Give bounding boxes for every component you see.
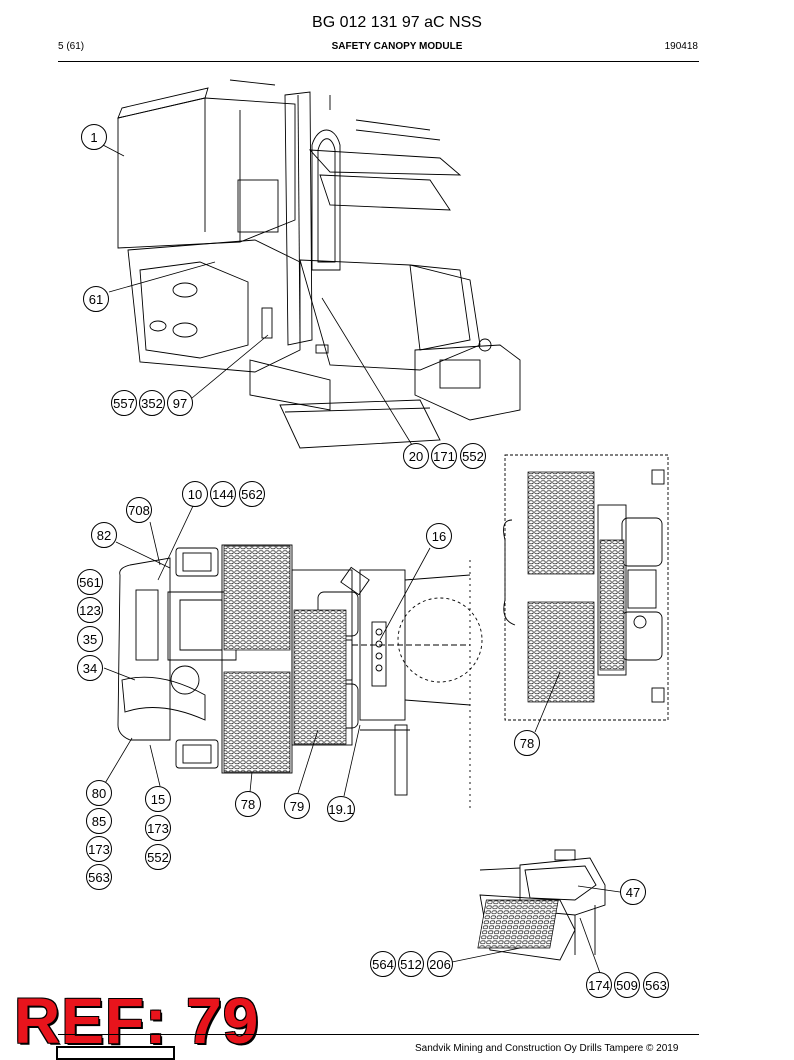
callout-34: 34 <box>77 655 103 681</box>
leader-lines-middle <box>103 505 431 797</box>
callout-512: 512 <box>398 951 424 977</box>
callout-61: 61 <box>83 286 109 312</box>
callout-144: 144 <box>210 481 236 507</box>
callout-173: 173 <box>86 836 112 862</box>
header-date: 190418 <box>664 41 698 52</box>
callout-563: 563 <box>643 972 669 998</box>
floor-grating-center <box>293 609 347 745</box>
callout-552: 552 <box>460 443 486 469</box>
leader-lines-bottom <box>451 885 621 974</box>
leader-line-78-detail <box>534 671 561 733</box>
leader-lines-top <box>102 144 413 446</box>
callout-78: 78 <box>235 791 261 817</box>
callout-79: 79 <box>284 793 310 819</box>
detail-grating-bottom <box>527 601 595 703</box>
callout-564: 564 <box>370 951 396 977</box>
bottom-grating <box>477 899 559 949</box>
callout-171: 171 <box>431 443 457 469</box>
footer-rule <box>58 1034 699 1035</box>
callout-35: 35 <box>77 626 103 652</box>
callout-708: 708 <box>126 497 152 523</box>
floor-grating-left <box>223 545 291 651</box>
callout-509: 509 <box>614 972 640 998</box>
callout-1: 1 <box>81 124 107 150</box>
callout-563: 563 <box>86 864 112 890</box>
sandvik-logo <box>56 1046 175 1060</box>
callout-80: 80 <box>86 780 112 806</box>
detail-grating-center <box>599 539 625 671</box>
header-page-number: 5 (61) <box>58 41 85 52</box>
callout-561: 561 <box>77 569 103 595</box>
callout-97: 97 <box>167 390 193 416</box>
callout-173: 173 <box>145 815 171 841</box>
top-isometric-view <box>117 79 521 449</box>
header-rule <box>58 61 699 62</box>
callout-206: 206 <box>427 951 453 977</box>
callout-123: 123 <box>77 597 103 623</box>
callout-82: 82 <box>91 522 117 548</box>
header-doc-code: BG 012 131 97 aC NSS <box>312 14 482 31</box>
footer-copyright: Sandvik Mining and Construction Oy Drill… <box>415 1043 679 1054</box>
callout-78-detail: 78 <box>514 730 540 756</box>
callout-552: 552 <box>145 844 171 870</box>
callout-47: 47 <box>620 879 646 905</box>
callout-352: 352 <box>139 390 165 416</box>
callout-85: 85 <box>86 808 112 834</box>
callout-16: 16 <box>426 523 452 549</box>
callout-20: 20 <box>403 443 429 469</box>
floor-grating-left-lower <box>223 671 291 773</box>
callout-174: 174 <box>586 972 612 998</box>
callout-15: 15 <box>145 786 171 812</box>
callout-19-1: 19.1 <box>327 796 355 822</box>
detail-grating-top <box>527 471 595 575</box>
callout-562: 562 <box>239 481 265 507</box>
header-section-title: SAFETY CANOPY MODULE <box>331 41 463 52</box>
reference-stamp: REF: 79 <box>14 985 260 1057</box>
callout-10: 10 <box>182 481 208 507</box>
callout-557: 557 <box>111 390 137 416</box>
